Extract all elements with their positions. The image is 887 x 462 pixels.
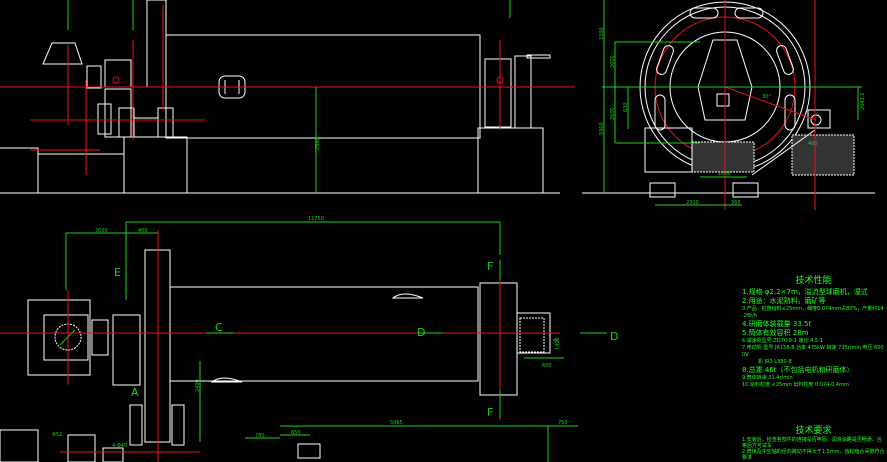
- dim-gear-offset: 400: [138, 228, 148, 234]
- requirement-item: 1.安装后，检查各部件的连接是否牢固，润滑油路是否畅通，合格后方可试车: [742, 437, 882, 449]
- section-label-a: A: [131, 386, 139, 399]
- dim-side-upper: 1500: [599, 27, 605, 40]
- dim-end-width: 600: [542, 363, 552, 369]
- support-line: [751, 129, 816, 176]
- anchor-plate: [297, 443, 321, 459]
- elevation-view: 2500: [0, 0, 575, 194]
- dim-bolt: 4-Φ40: [112, 443, 127, 449]
- gear-spoke-windows: [654, 7, 796, 131]
- dim-drive-offset: 3000: [95, 228, 108, 234]
- dim-side-lower: 2600: [610, 107, 616, 120]
- pinion-bearing-2: [157, 107, 174, 138]
- feed-hopper: [42, 42, 83, 65]
- feed-coupling: [91, 319, 109, 356]
- reducer: [67, 434, 96, 462]
- spec-item: 8.总重 46t（不包括电机和研磨体）: [742, 366, 854, 374]
- dim-foundation-end: 750: [558, 420, 568, 426]
- dim-side-low2: 630: [623, 102, 629, 112]
- dim-side-total: 5900: [599, 122, 605, 135]
- left-foundation: [123, 136, 188, 194]
- spec-item: 机 JR3 L380-8: [758, 359, 792, 365]
- dim-side-right: 2043.2: [860, 93, 866, 111]
- manhole-bottom: [210, 377, 243, 383]
- section-label-f-bottom: F: [487, 406, 493, 419]
- discharge-bearing-plan: [479, 282, 518, 396]
- foot-right: [732, 182, 759, 198]
- left-bearing-pedestal: [104, 88, 132, 138]
- bearing-mark: [112, 76, 120, 84]
- specs-title: 技术性能: [795, 276, 832, 286]
- dim-side-mid: 2600: [610, 55, 616, 68]
- dim-side-base-w: 2300: [686, 200, 699, 206]
- dim-side-angle: 30°: [762, 94, 771, 100]
- technical-requirements: 技术要求 1.安装后，检查各部件的连接是否牢固，润滑油路是否畅通，合格后方可试车…: [742, 426, 885, 461]
- foot-left: [649, 182, 676, 198]
- pinion: [810, 114, 822, 126]
- requirement-item: 2.筒体及中空轴的径向跳动不得大于1.5mm，齿轮啮合间隙符合要求: [742, 449, 885, 461]
- dim-end-height: 1400: [555, 337, 561, 350]
- requirements-title: 技术要求: [795, 426, 832, 436]
- motor-plan: [0, 429, 39, 462]
- dim-pinion: Φ52: [52, 432, 62, 438]
- section-label-f-top: F: [487, 260, 493, 273]
- spec-item: 10.给料粒度 ≤25mm 出料粒度 0.074-0.4mm: [742, 382, 849, 388]
- section-label-c: C: [215, 321, 223, 334]
- pinion-coupling: [97, 103, 112, 135]
- dim-side-pad: 400: [808, 141, 818, 147]
- spec-item: 4.研磨体装载量 33.5t: [742, 320, 812, 328]
- right-bearing: [484, 58, 512, 128]
- dim-side-base-w2: 360: [731, 200, 741, 206]
- drive-foundation: [791, 134, 855, 176]
- manhole-top: [391, 293, 424, 299]
- section-label-d-mid: D: [417, 326, 425, 339]
- spec-item: 3.产品：粒度给料≤25mm，细度0.074mm占80%，产量约14-26t/h: [742, 306, 884, 319]
- coupling: [102, 447, 124, 462]
- spec-item: 6.减速机型号 ZD70-9-1 速比 4.5:1: [742, 338, 823, 344]
- side-view: 1500 5900 2600 2600 630 2043.2 30° 1000 …: [582, 0, 875, 210]
- feed-flange: [86, 65, 102, 89]
- pinion-housing: [807, 109, 831, 129]
- bearing-foundation: [691, 141, 755, 173]
- feed-inlet: [43, 314, 89, 361]
- dim-elevation-height: 2500: [315, 137, 321, 150]
- discharge-trommel: [514, 55, 532, 129]
- spec-item: 9.筒体转速 21.4r/min: [742, 375, 793, 381]
- bearing-cap: [716, 93, 730, 107]
- discharge-cap: [526, 54, 551, 59]
- dim-foundation-left: 780: [255, 433, 265, 439]
- feed-bearing-plan: [112, 314, 141, 386]
- technical-specs: 技术性能 1.规格 φ2.2×7m，溢流型球磨机，湿式 2.用途：水泥熟料，磨矿…: [742, 276, 885, 389]
- centerline: [724, 86, 817, 121]
- mill-shell-plan: [169, 286, 479, 382]
- spec-item: 5.筒体有效容积 28m: [742, 329, 809, 337]
- pinion-bearing-plan-2: [171, 404, 185, 446]
- motor-foundation: [0, 147, 39, 193]
- section-label-d-right: D: [610, 330, 618, 343]
- dim-side-base: 1000: [718, 171, 731, 177]
- left-bearing: [104, 59, 132, 88]
- pedestal: [644, 127, 693, 173]
- feed-box: [27, 299, 91, 376]
- plan-view: 11750 3000 400 2400 5065 750 780 650 140…: [0, 216, 618, 462]
- section-label-e: E: [114, 266, 121, 279]
- dim-foundation-left2: 650: [291, 430, 301, 436]
- spec-item: 7.电动机 型号 JR158-8 功率 475kW 转速 735r/min 电压…: [742, 345, 884, 358]
- pinion-bearing-plan-1: [129, 404, 143, 446]
- spec-item: 1.规格 φ2.2×7m，溢流型球磨机，湿式: [742, 288, 868, 296]
- dim-plan-width: 2400: [195, 379, 201, 392]
- dim-overall-length: 11750: [308, 216, 324, 222]
- right-foundation: [477, 127, 544, 194]
- dim-foundation-length: 5065: [390, 420, 403, 426]
- discharge-flange: [519, 317, 545, 353]
- pinion-bearing-1: [118, 107, 135, 138]
- spec-item: 2.用途：水泥熟料，磨矿等: [742, 297, 826, 305]
